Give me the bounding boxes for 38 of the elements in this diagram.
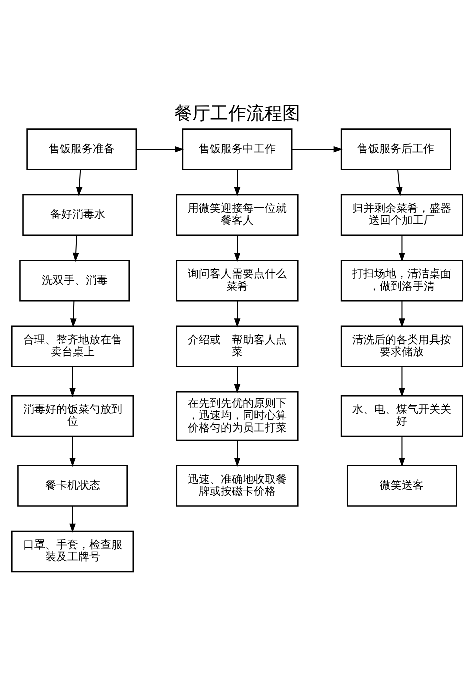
arrow [234,236,241,262]
node-box: 微笑送客 [347,465,458,507]
arrow [234,301,241,328]
node-box: 在先到先优的原则下，迅速均，同时心算价格匀的为员工打菜 [176,391,299,442]
diagram-title: 餐厅工作流程图 [174,104,300,125]
node-box: 打扫场地，清洁桌面，做到洛手清 [340,260,464,302]
node-box: 洗双手、消毒 [20,260,130,302]
node-box: 水、电、煤气开关关好 [340,395,464,438]
node-box: 售饭服务中工作 [182,128,293,170]
arrow [292,146,343,153]
node-box: 清洗后的各类用具按要求储放 [340,326,464,368]
arrow [396,170,403,196]
node-box: 备好消毒水 [22,194,134,236]
node-box: 归并剩余菜肴，盛器送回个加工厂 [340,194,464,236]
node-box: 售饭服务后工作 [340,128,452,170]
node-box: 消毒好的饭菜勺放到位 [12,395,134,438]
arrow [70,436,76,468]
node-box: 询问客人需要点什么菜肴 [176,260,299,302]
arrow [234,440,241,468]
arrow [70,301,77,328]
arrow [399,236,406,262]
arrow [399,301,406,328]
arrow [72,236,80,262]
arrow [70,506,76,533]
arrow [234,366,241,394]
node-box: 迅速、准确地收取餐牌或按磁卡价格 [176,465,299,507]
node-box: 口罩、手套，检查服装及工牌号 [12,530,134,573]
node-box: 餐卡机状态 [18,465,128,507]
node-box: 合理、整齐地放在售卖台桌上 [12,326,134,368]
node-box: 用微笑迎接每一位就餐客人 [176,194,299,236]
arrow [399,436,406,468]
arrow [136,146,184,153]
arrow [76,170,83,196]
arrow [399,366,406,398]
node-box: 售饭服务准备 [26,128,138,170]
arrow [70,366,76,398]
arrow [234,170,241,196]
node-box: 介绍或 帮助客人点菜 [176,326,299,368]
